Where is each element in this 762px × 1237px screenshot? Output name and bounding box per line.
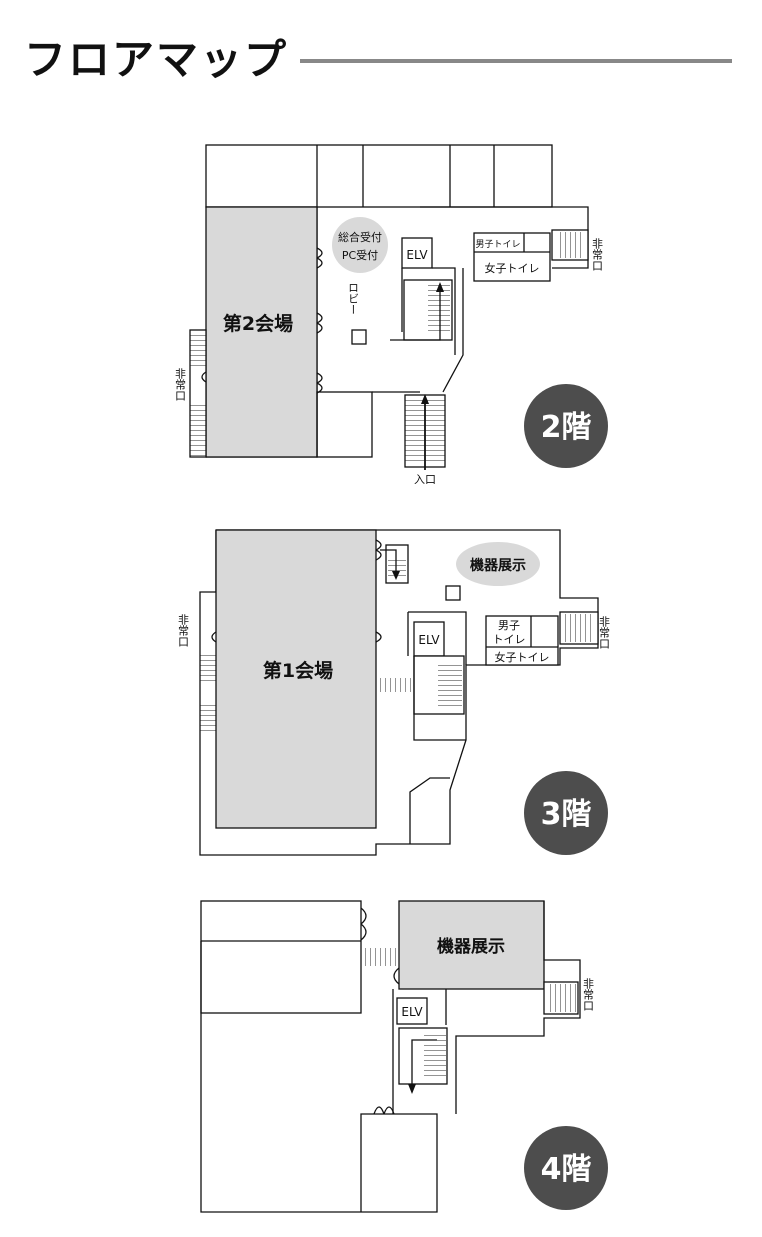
- elv-label: ELV: [406, 248, 428, 262]
- title-rule: [300, 59, 732, 63]
- mens-label-3a: 男子: [498, 619, 520, 632]
- emergency-label-4: 非常口: [582, 978, 595, 1011]
- floor-4-map: 機器展示 非常口 ELV 4階: [200, 900, 608, 1213]
- exhibit-area-4: [398, 900, 545, 990]
- hall-2: [205, 206, 318, 458]
- floor-badge-4-text: 4階: [541, 1152, 592, 1187]
- emergency-label-left: 非常口: [174, 368, 187, 401]
- floor-badge-2: [524, 384, 608, 468]
- emergency-label-left: 非常口: [177, 614, 190, 647]
- mens-label: 男子トイレ: [475, 239, 520, 250]
- entrance-label: 入口: [414, 473, 436, 486]
- hall-2-label: 第2会場: [223, 312, 293, 335]
- womens-label-3: 女子トイレ: [495, 650, 550, 664]
- page-title: フロアマップ: [24, 35, 289, 84]
- elv-label-3: ELV: [418, 633, 440, 647]
- emergency-label-right: 非常口: [591, 238, 604, 271]
- floor-badge-3-text: 3階: [541, 797, 592, 832]
- lobby-label: ロビー: [347, 282, 360, 315]
- emergency-label-right-3: 非常口: [598, 616, 611, 649]
- reception-label-1: 総合受付: [338, 230, 382, 244]
- floor-badge-3: [524, 771, 608, 855]
- exhibit-label-3: 機器展示: [470, 557, 526, 574]
- exhibit-label-4: 機器展示: [437, 936, 505, 957]
- reception-bubble: [332, 217, 388, 273]
- floor-badge-4: [524, 1126, 608, 1210]
- elv-label-4: ELV: [401, 1005, 423, 1019]
- exhibit-bubble-3: [456, 542, 540, 586]
- mens-label-3b: トイレ: [493, 633, 526, 646]
- hall-1: [215, 529, 377, 829]
- floor-2-map: 第2会場 非常口 総合受付 PC受付 ロビー ELV 男子トイレ 女子トイレ 非…: [174, 144, 608, 486]
- hall-1-label: 第1会場: [263, 659, 333, 682]
- reception-label-2: PC受付: [342, 249, 378, 262]
- floor-badge-2-text: 2階: [541, 410, 592, 445]
- floor-3-map: 第1会場 非常口 機器展示 ELV 男子 トイレ 女子トイレ 非常口 3階: [177, 529, 611, 856]
- womens-label: 女子トイレ: [485, 261, 540, 275]
